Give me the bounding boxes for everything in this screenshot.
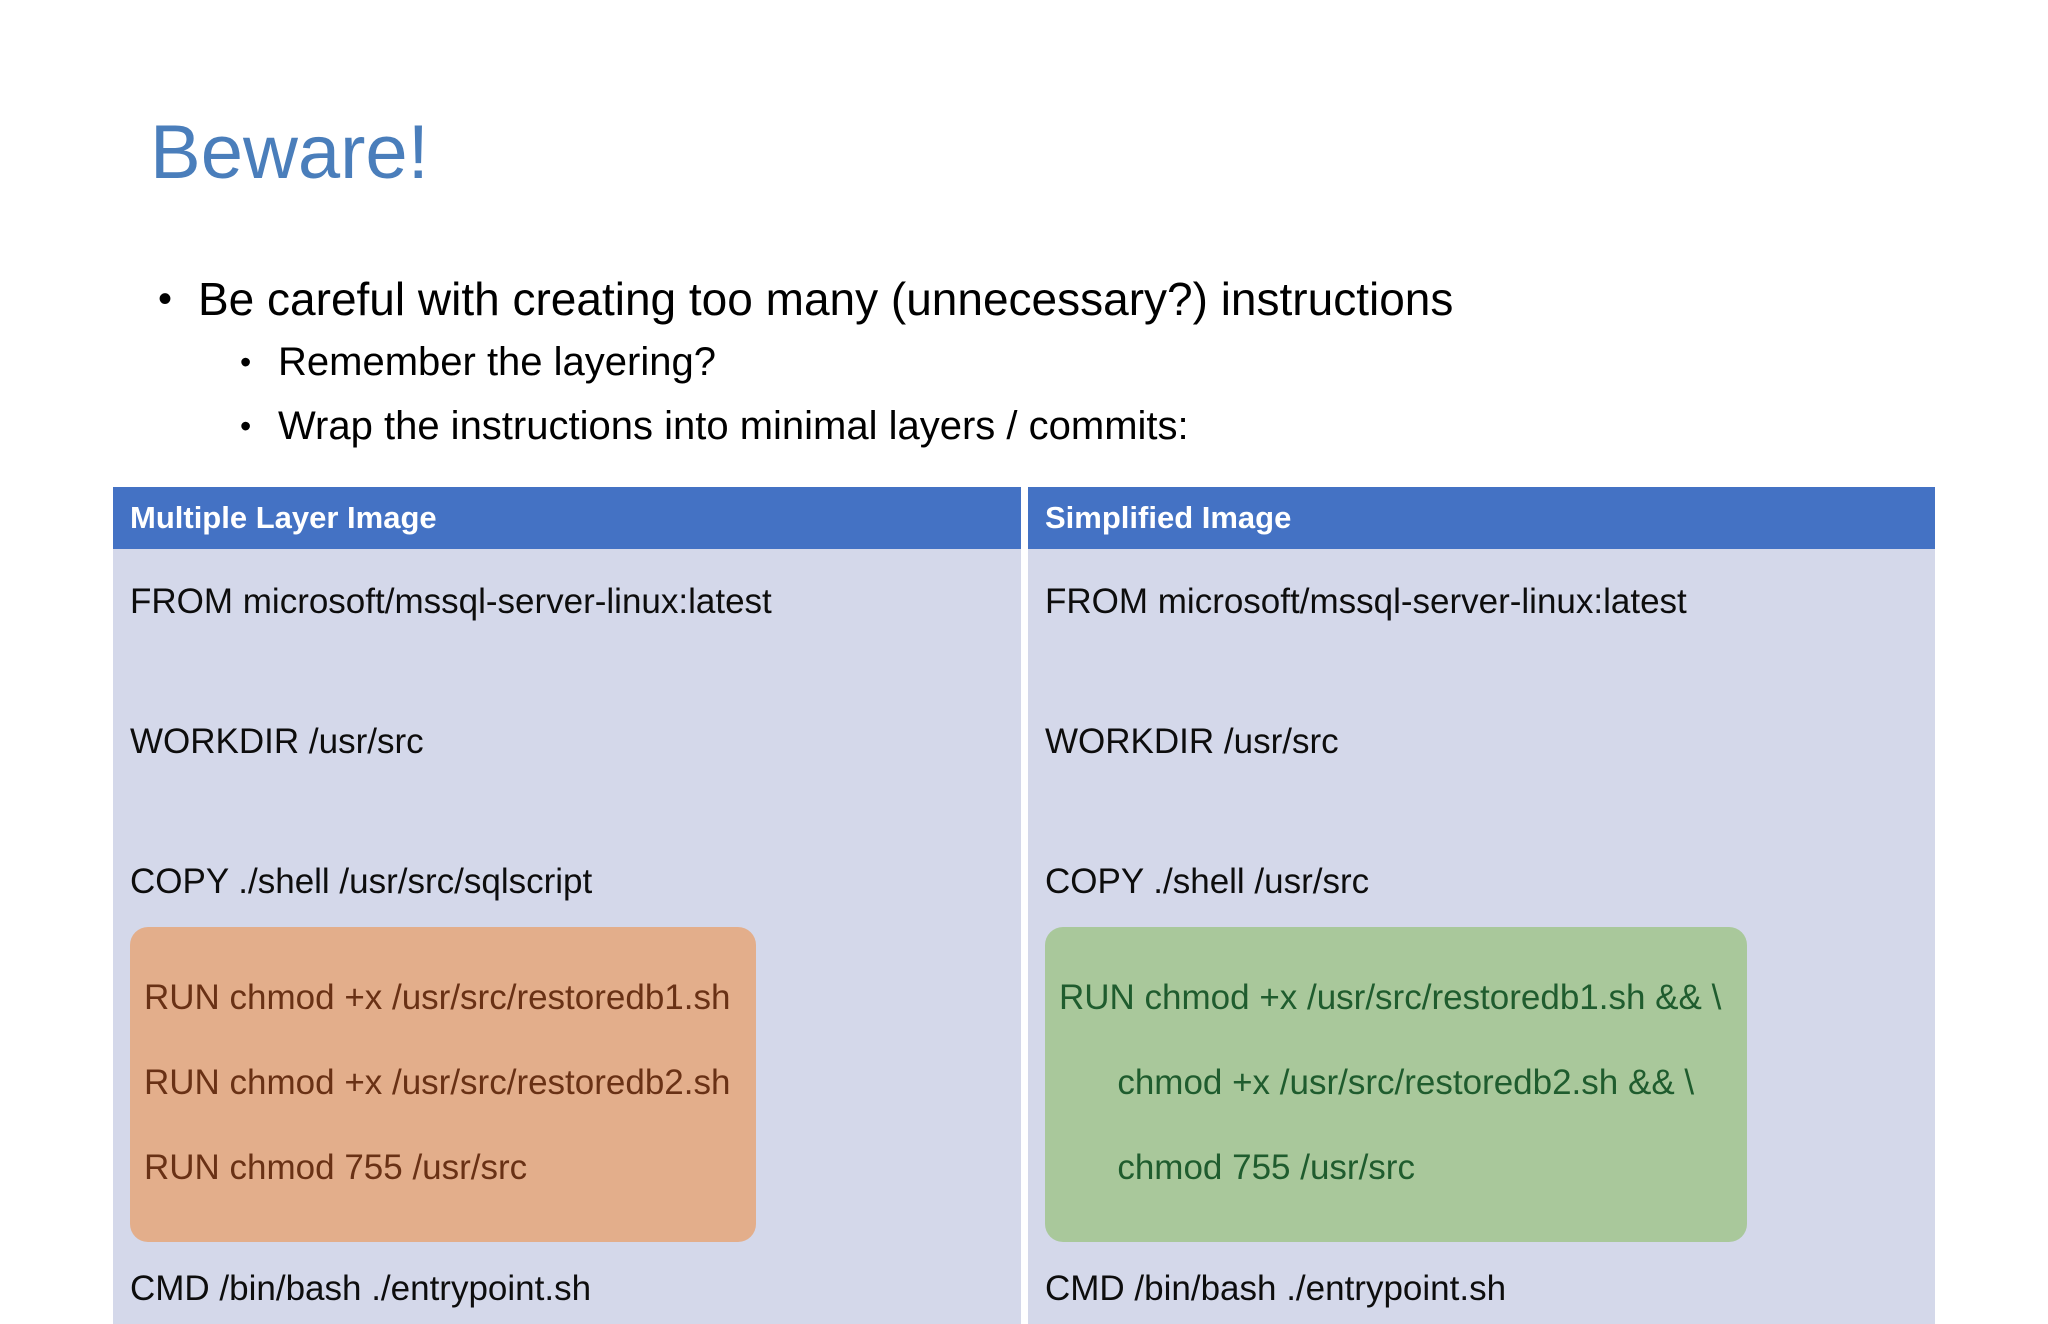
bullet-level1: • Be careful with creating too many (unn… xyxy=(150,268,1950,330)
callout-single-run-instruction: RUN chmod +x /usr/src/restoredb1.sh && \… xyxy=(1045,927,1748,1242)
table-cell-multiple-layer: FROM microsoft/mssql-server-linux:latest… xyxy=(113,549,1021,1324)
dockerfile-line-workdir: WORKDIR /usr/src xyxy=(1045,722,1339,761)
dockerfile-line-blank-1 xyxy=(1045,637,1935,707)
dockerfile-line-run-2: RUN chmod +x /usr/src/restoredb2.sh xyxy=(144,1063,731,1102)
bullet-dot-icon: • xyxy=(158,277,173,321)
dockerfile-line-run-2: chmod +x /usr/src/restoredb2.sh && \ xyxy=(1059,1063,1695,1102)
bullet-level2-text: Remember the layering? xyxy=(278,340,716,384)
bullet-level2-layering: • Remember the layering? xyxy=(150,330,1950,394)
table-cell-simplified: FROM microsoft/mssql-server-linux:latest… xyxy=(1028,549,1935,1324)
dockerfile-line-copy: COPY ./shell /usr/src xyxy=(1045,862,1370,901)
dockerfile-line-from: FROM microsoft/mssql-server-linux:latest xyxy=(130,582,772,621)
bullet-dot-icon: • xyxy=(240,408,252,444)
callout-multiple-run-instructions: RUN chmod +x /usr/src/restoredb1.sh RUN … xyxy=(130,927,757,1242)
dockerfile-line-workdir: WORKDIR /usr/src xyxy=(130,722,424,761)
bullet-list: • Be careful with creating too many (unn… xyxy=(150,268,1950,458)
dockerfile-line-cmd: CMD /bin/bash ./entrypoint.sh xyxy=(1045,1269,1507,1308)
table-header-row: Multiple Layer Image Simplified Image xyxy=(113,487,1935,549)
bullet-level2-text: Wrap the instructions into minimal layer… xyxy=(278,404,1189,448)
table-header-multiple-layer-image: Multiple Layer Image xyxy=(113,487,1021,549)
page-title: Beware! xyxy=(150,110,429,195)
dockerfile-line-blank-2 xyxy=(130,777,1021,847)
dockerfile-line-run-3: RUN chmod 755 /usr/src xyxy=(144,1148,528,1187)
dockerfile-line-from: FROM microsoft/mssql-server-linux:latest xyxy=(1045,582,1687,621)
bullet-level2-wrap: • Wrap the instructions into minimal lay… xyxy=(150,394,1950,458)
table-body-row: FROM microsoft/mssql-server-linux:latest… xyxy=(113,549,1935,1324)
bullet-level1-text: Be careful with creating too many (unnec… xyxy=(198,273,1454,325)
dockerfile-line-run-1: RUN chmod +x /usr/src/restoredb1.sh && \ xyxy=(1059,978,1722,1017)
dockerfile-line-blank-1 xyxy=(130,637,1021,707)
dockerfile-line-run-3: chmod 755 /usr/src xyxy=(1059,1148,1415,1187)
dockerfile-line-blank-2 xyxy=(1045,777,1935,847)
comparison-table: Multiple Layer Image Simplified Image FR… xyxy=(113,487,1935,1324)
dockerfile-line-cmd: CMD /bin/bash ./entrypoint.sh xyxy=(130,1269,592,1308)
dockerfile-line-run-1: RUN chmod +x /usr/src/restoredb1.sh xyxy=(144,978,731,1017)
table-header-simplified-image: Simplified Image xyxy=(1028,487,1935,549)
dockerfile-line-copy: COPY ./shell /usr/src/sqlscript xyxy=(130,862,593,901)
bullet-dot-icon: • xyxy=(240,344,252,380)
slide-canvas: Beware! • Be careful with creating too m… xyxy=(113,110,1950,1324)
